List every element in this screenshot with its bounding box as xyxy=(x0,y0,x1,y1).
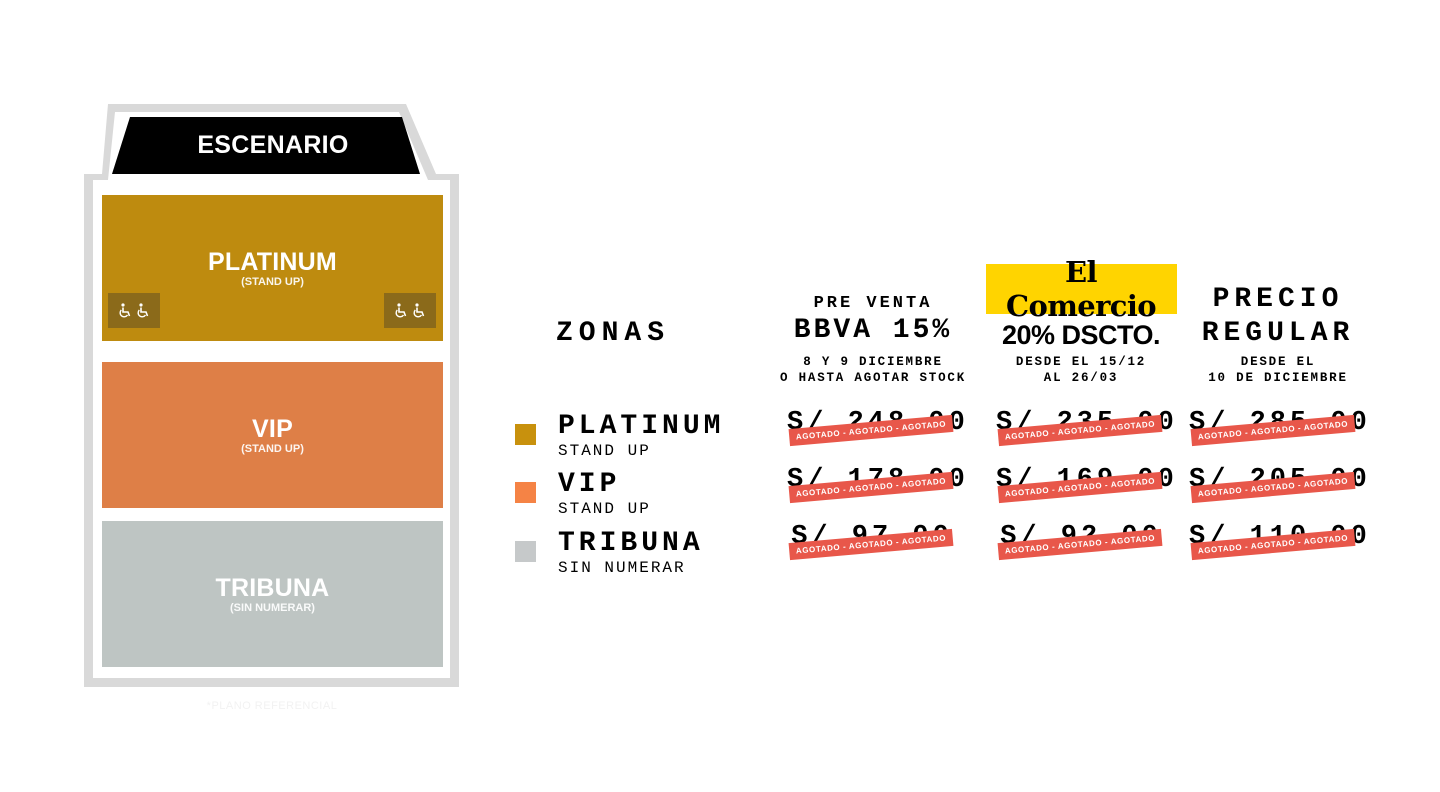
column-header-top: PRE VENTA xyxy=(813,294,933,313)
map-zone-name: PLATINUM xyxy=(208,247,337,276)
wheelchair-icon xyxy=(395,302,407,317)
accessible-area-right xyxy=(384,293,436,328)
column-dates-regular: DESDE EL 10 DE DICIEMBRE xyxy=(1180,354,1376,386)
column-date-line: O HASTA AGOTAR STOCK xyxy=(779,371,967,385)
price-cell-platinum-regular: S/ 285.00 AGOTADO - AGOTADO - AGOTADO xyxy=(1189,408,1367,454)
map-footnote: *PLANO REFERENCIAL xyxy=(206,700,338,712)
wheelchair-icon xyxy=(137,302,149,317)
legend-swatch-tribuna xyxy=(515,541,536,562)
map-zone-sub: (SIN NUMERAR) xyxy=(230,601,315,614)
stage-label: ESCENARIO xyxy=(197,130,349,159)
column-date-line: DESDE EL xyxy=(1240,355,1316,369)
column-date-line: 8 Y 9 DICIEMBRE xyxy=(803,355,943,369)
row-sub: STAND UP xyxy=(558,442,651,460)
map-zone-name: TRIBUNA xyxy=(215,573,330,602)
price-cell-vip-regular: S/ 205.00 AGOTADO - AGOTADO - AGOTADO xyxy=(1189,465,1367,511)
price-cell-platinum-bbva: S/ 248.00 AGOTADO - AGOTADO - AGOTADO xyxy=(787,408,965,454)
stage-shape xyxy=(112,117,420,174)
row-name: PLATINUM xyxy=(558,411,725,442)
row-name: VIP xyxy=(558,469,621,500)
map-zone-sub: (STAND UP) xyxy=(241,275,304,288)
column-dates-el-comercio: DESDE EL 15/12 AL 26/03 xyxy=(983,354,1179,386)
column-date-line: 10 DE DICIEMBRE xyxy=(1208,371,1348,385)
price-cell-tribuna-bbva: S/ 97.00 AGOTADO - AGOTADO - AGOTADO xyxy=(787,522,957,568)
accessible-area-left xyxy=(108,293,160,328)
column-date-line: DESDE EL 15/12 xyxy=(1015,355,1147,369)
column-header-main: PRECIO xyxy=(1212,284,1344,315)
column-header-main-2: REGULAR xyxy=(1201,318,1355,349)
column-header-main: BBVA 15% xyxy=(793,315,953,346)
price-cell-tribuna-regular: S/ 110.00 AGOTADO - AGOTADO - AGOTADO xyxy=(1189,522,1367,568)
column-date-line: AL 26/03 xyxy=(1043,371,1119,385)
map-zone-sub: (STAND UP) xyxy=(241,442,304,455)
wheelchair-icon xyxy=(119,302,131,317)
el-comercio-logo: El Comercio xyxy=(985,255,1177,323)
row-sub: STAND UP xyxy=(558,500,651,518)
column-dates-bbva: 8 Y 9 DICIEMBRE O HASTA AGOTAR STOCK xyxy=(763,354,983,386)
map-zone-name: VIP xyxy=(252,414,293,443)
column-header-regular: PRECIO REGULAR xyxy=(1180,283,1376,351)
price-cell-vip-bbva: S/ 178.00 AGOTADO - AGOTADO - AGOTADO xyxy=(787,465,965,511)
legend-swatch-platinum xyxy=(515,424,536,445)
price-cell-platinum-el-comercio: S/ 235.00 AGOTADO - AGOTADO - AGOTADO xyxy=(996,408,1174,454)
column-header-main: 20% DSCTO. xyxy=(1001,320,1161,350)
row-name: TRIBUNA xyxy=(558,528,704,559)
price-cell-vip-el-comercio: S/ 169.00 AGOTADO - AGOTADO - AGOTADO xyxy=(996,465,1174,511)
column-header-bbva: PRE VENTA BBVA 15% xyxy=(763,294,983,348)
wheelchair-icon xyxy=(413,302,425,317)
zones-header: ZONAS xyxy=(556,318,671,349)
row-sub: SIN NUMERAR xyxy=(558,559,686,577)
venue-seating-map: ESCENARIO PLATINUM (STAND UP) VIP (STAND… xyxy=(0,0,480,792)
legend-swatch-vip xyxy=(515,482,536,503)
price-cell-tribuna-el-comercio: S/ 92.00 AGOTADO - AGOTADO - AGOTADO xyxy=(996,522,1166,568)
map-zone-tribuna[interactable]: TRIBUNA (SIN NUMERAR) xyxy=(102,521,443,667)
column-header-el-comercio: El Comercio 20% DSCTO. xyxy=(983,255,1179,353)
map-zone-vip[interactable]: VIP (STAND UP) xyxy=(102,362,443,508)
